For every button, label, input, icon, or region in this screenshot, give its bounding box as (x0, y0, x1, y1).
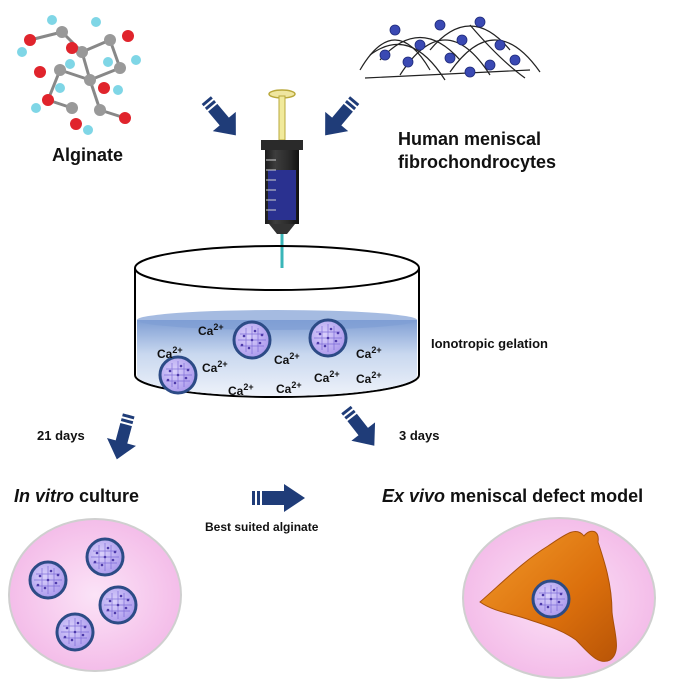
arrow-cells-to-syringe-icon (313, 90, 367, 145)
cells-label-line1: Human meniscal (398, 129, 542, 149)
calcium-ion-label: Ca2+ (276, 380, 302, 396)
best-suited-alginate-label: Best suited alginate (205, 520, 319, 534)
exvivo-italic: Ex vivo (382, 486, 446, 506)
syringe-icon (261, 89, 303, 299)
dish-bead-2 (308, 318, 348, 358)
calcium-ion-label: Ca2+ (356, 370, 382, 386)
exvivo-rest: meniscal defect model (445, 486, 644, 506)
calcium-ion-label: Ca2+ (356, 345, 382, 361)
calcium-ion-label: Ca2+ (157, 345, 183, 361)
exvivo-model-label: Ex vivo meniscal defect model (382, 486, 643, 507)
invitro-rest: culture (74, 486, 140, 506)
invitro-culture-label: In vitro culture (14, 486, 139, 507)
invitro-italic: In vitro (14, 486, 75, 506)
dish-bead-1 (232, 320, 272, 360)
alginate-label: Alginate (52, 145, 124, 165)
calcium-ion-label: Ca2+ (314, 369, 340, 385)
calcium-ion-label: Ca2+ (228, 382, 254, 398)
ionotropic-gelation-label: Ionotropic gelation (431, 336, 548, 351)
culture-plate-icon (8, 518, 182, 672)
calcium-ion-label: Ca2+ (198, 322, 224, 338)
days-3-label: 3 days (399, 428, 440, 443)
arrow-to-invitro-icon (102, 411, 144, 464)
calcium-ion-label: Ca2+ (202, 359, 228, 375)
calcium-ion-label: Ca2+ (274, 351, 300, 367)
dish-bead-3 (158, 355, 198, 395)
meniscus-defect-icon (462, 517, 656, 679)
arrow-to-exvivo-icon (334, 400, 387, 455)
days-21-label: 21 days (37, 428, 85, 443)
arrow-alginate-to-syringe-icon (194, 90, 248, 145)
arrow-best-suited-icon (252, 484, 305, 512)
fibrochondrocytes-network-icon (359, 16, 541, 81)
cells-label-line2: fibrochondrocytes (398, 152, 557, 172)
petri-dish-icon (134, 245, 420, 398)
alginate-molecule-icon (17, 15, 141, 135)
